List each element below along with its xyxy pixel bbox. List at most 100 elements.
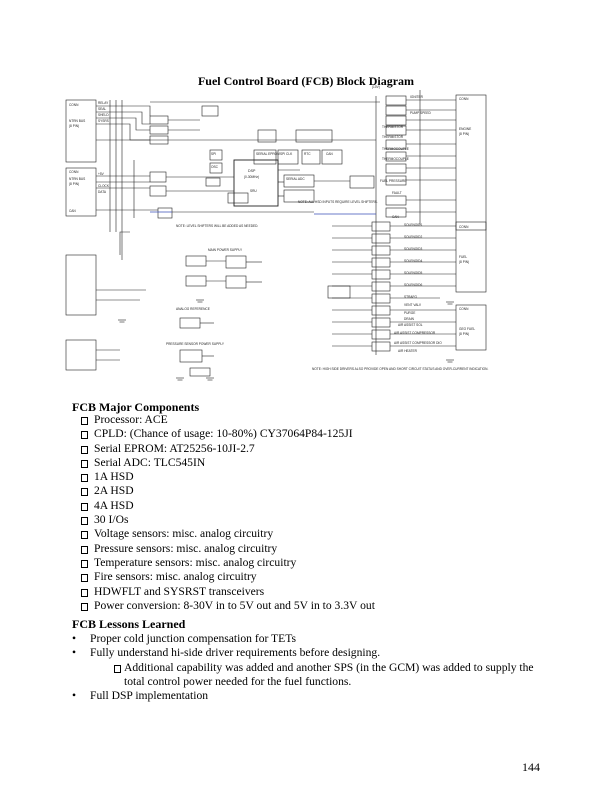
checkbox-icon xyxy=(81,574,88,583)
right-conn-1-name: CONN xyxy=(459,97,469,101)
signal-label: THERMOCOUPLE xyxy=(382,147,409,151)
list-item: Additional capability was added and anot… xyxy=(72,661,552,690)
eprom-label: SERIAL EPROM xyxy=(256,152,280,156)
spiclk-label: SPI CLK xyxy=(280,152,293,156)
right-connector-3 xyxy=(455,304,487,351)
signal-label: SYSRS xyxy=(98,119,109,123)
list-item: Pressure sensors: misc. analog circuitry xyxy=(72,542,375,556)
right-conn-2-pins: (8 PIN) xyxy=(459,260,469,264)
left-connector-4 xyxy=(65,339,97,371)
main-power-label: MAIN POWER SUPPLY xyxy=(208,248,243,252)
left-conn-1-name: CONN xyxy=(69,103,79,107)
adc-label: SERIAL ADC xyxy=(286,177,305,181)
list-item-text: 2A HSD xyxy=(94,484,134,498)
page-number: 144 xyxy=(522,760,540,774)
list-item: 2A HSD xyxy=(72,484,375,498)
list-item-text: 1A HSD xyxy=(94,470,134,484)
left-conn-2-sub: NTRN BUS xyxy=(69,177,85,181)
list-item: 1A HSD xyxy=(72,470,375,484)
list-item-text: CPLD: (Chance of usage: 10-80%) CY37064P… xyxy=(94,427,353,441)
list-item-text: Serial ADC: TLC545IN xyxy=(94,455,206,469)
list-item-text: Full DSP implementation xyxy=(90,689,209,703)
signal-label: CLOCK xyxy=(98,184,110,188)
bullet-icon: • xyxy=(72,689,77,703)
analog-ref-label: ANALOG REFERENCE xyxy=(176,307,210,311)
note-hsd-status: NOTE: HIGH SIDE DRIVERS ALSO PROVIDE OPE… xyxy=(312,367,488,371)
signal-label: VENT VALV xyxy=(404,303,422,307)
list-item-text: 30 I/Os xyxy=(94,513,129,527)
right-conn-3-name: CONN xyxy=(459,307,469,311)
signal-label: SOLENOID6 xyxy=(404,283,422,287)
signal-label: SOLENOID2 xyxy=(404,235,422,239)
left-conn-2-name: CONN xyxy=(69,170,79,174)
list-item: CPLD: (Chance of usage: 10-80%) CY37064P… xyxy=(72,427,375,441)
note-level-shifters: NOTE: LEVEL SHIFTERS WILL BE ADDED AS NE… xyxy=(176,224,258,228)
signal-label: +5V xyxy=(98,172,105,176)
list-item: Serial EPROM: AT25256-10JI-2.7 xyxy=(72,442,375,456)
list-item-text: Pressure sensors: misc. analog circuitry xyxy=(94,541,278,555)
checkbox-icon xyxy=(81,517,88,526)
signal-label: AIR ASSIST SOL xyxy=(398,323,423,327)
list-item: Temperature sensors: misc. analog circui… xyxy=(72,556,375,570)
list-item: •Fully understand hi-side driver require… xyxy=(72,646,552,660)
right-conn-1-sub: ENGINE xyxy=(459,127,471,131)
right-conn-3-sub: GEO FUEL xyxy=(459,327,475,331)
list-item: Power conversion: 8-30V in to 5V out and… xyxy=(72,599,375,613)
pressure-ps-label: PRESSURE SENSOR POWER SUPPLY xyxy=(166,342,225,346)
list-item-text: Fire sensors: misc. analog circuitry xyxy=(94,570,257,584)
list-item: Serial ADC: TLC545IN xyxy=(72,456,375,470)
left-connector-2 xyxy=(65,167,97,217)
spi-label: SPI xyxy=(211,152,216,156)
right-conn-2-name: CONN xyxy=(459,225,469,229)
signal-label: FUEL PRESSURE xyxy=(380,179,406,183)
checkbox-icon xyxy=(81,531,88,540)
left-connector-1 xyxy=(65,99,97,163)
signal-label: PUMP SPEED xyxy=(410,111,432,115)
signal-label: SOLENOID5 xyxy=(404,271,422,275)
dsp-label: DSP xyxy=(248,169,256,173)
block-diagram: (10V) CONN NTRN BUS (8 PIN) RELAY SEAL S… xyxy=(65,85,488,381)
right-connector-1 xyxy=(455,94,487,231)
page-title: Fuel Control Board (FCB) Block Diagram xyxy=(197,74,415,88)
checkbox-icon xyxy=(81,417,88,425)
right-conn-1-pins: (8 PIN) xyxy=(459,132,469,136)
components-list: Processor: ACE CPLD: (Chance of usage: 1… xyxy=(72,413,375,613)
signal-label: SOLENOID4 xyxy=(404,259,422,263)
signal-label: SEAL xyxy=(98,107,106,111)
checkbox-icon xyxy=(81,445,88,454)
dsp-block xyxy=(233,159,279,207)
checkbox-icon xyxy=(81,559,88,568)
signal-label: AIR HEATER xyxy=(398,349,418,353)
left-conn-1-sub: NTRN BUS xyxy=(69,119,85,123)
signal-label: THERMISTOR xyxy=(382,125,404,129)
left-conn-3-name: CAN xyxy=(69,209,76,213)
signal-label: PURGE xyxy=(404,311,415,315)
list-item-text: Fully understand hi-side driver requirem… xyxy=(90,646,381,660)
list-item-text: Processor: ACE xyxy=(94,413,168,426)
left-connector-3 xyxy=(65,254,97,316)
diagram-top-label: (10V) xyxy=(372,85,380,89)
right-conn-3-pins: (8 PIN) xyxy=(459,332,469,336)
signal-label: RELAY xyxy=(98,101,109,105)
left-conn-1-pins: (8 PIN) xyxy=(69,124,79,128)
list-item-text: Proper cold junction compensation for TE… xyxy=(90,632,297,645)
list-item: • Full DSP implementation xyxy=(72,689,552,703)
list-item: Processor: ACE xyxy=(72,413,375,427)
bullet-icon: • xyxy=(72,632,77,645)
list-item: • Proper cold junction compensation for T… xyxy=(72,632,552,646)
checkbox-icon xyxy=(81,545,88,554)
list-item: Fire sensors: misc. analog circuitry xyxy=(72,570,375,584)
list-item-text: Additional capability was added and anot… xyxy=(124,660,534,688)
signal-label: DRAIN xyxy=(404,317,415,321)
signal-label: SOLENOID3 xyxy=(404,247,422,251)
signal-label: IGNITER xyxy=(410,95,424,99)
left-conn-2-pins: (8 PIN) xyxy=(69,182,79,186)
list-item: 30 I/Os xyxy=(72,513,375,527)
checkbox-icon xyxy=(81,488,88,497)
dsp-sru: SRU xyxy=(250,189,257,193)
list-item-text: 4A HSD xyxy=(94,498,134,512)
signal-label: STRAFG xyxy=(404,295,417,299)
rtc-label: RTC xyxy=(304,152,311,156)
signal-label: THERMOCOUPLE xyxy=(382,157,409,161)
checkbox-icon xyxy=(81,474,88,483)
